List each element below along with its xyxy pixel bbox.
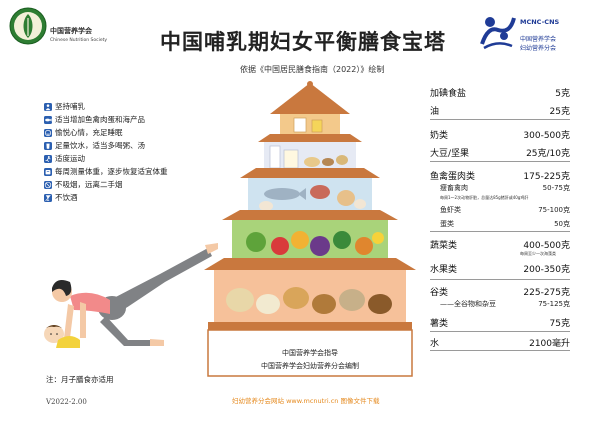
oil-label: 油 <box>430 107 440 117</box>
partner-code: MCNC-CNS <box>520 18 560 26</box>
tip-text: 适当增加鱼禽肉蛋和海产品 <box>55 115 145 124</box>
tip-text: 坚持哺乳 <box>55 102 85 111</box>
tier-salt-oil <box>280 114 340 136</box>
list-item: 愉悦心情，充足睡眠 <box>44 126 224 139</box>
dairy-label: 奶类 <box>430 131 449 141</box>
drink-icon <box>44 141 52 150</box>
footer-note: 注：月子膳食亦适用 <box>46 375 114 384</box>
meat-label: 瘦畜禽肉 <box>440 184 468 192</box>
divider <box>430 331 570 332</box>
divider <box>430 161 570 162</box>
website-link[interactable]: 妇幼营养分会网站 www.mcnutri.cn 图像文件下载 <box>232 397 380 405</box>
soy-label: 大豆/坚果 <box>430 149 470 159</box>
tip-text: 足量饮水，适当多喝粥、汤 <box>55 141 145 150</box>
guide-line-1: 中国营养学会指导 <box>282 349 338 357</box>
egg-label: 蛋类 <box>440 220 454 228</box>
fruit-value: 200-350克 <box>523 265 570 275</box>
smile-icon <box>44 128 52 137</box>
protein-value: 175-225克 <box>523 172 570 182</box>
version-label: V2022-2.00 <box>46 398 87 406</box>
tips-list: 坚持哺乳 适当增加鱼禽肉蛋和海产品 愉悦心情，充足睡眠 足量饮水，适当多喝粥、汤… <box>44 100 224 204</box>
fish-value: 75-100克 <box>538 206 570 214</box>
divider <box>430 279 570 280</box>
pagoda-graphic <box>204 81 416 377</box>
tuber-value: 75克 <box>549 319 570 329</box>
cns-logo <box>8 6 48 46</box>
meat-note: 每周1～2次动物肝脏，总量达85g猪肝或40g鸡肝 <box>440 195 529 200</box>
water-label: 水 <box>430 339 440 349</box>
veg-value: 400-500克 <box>523 241 570 251</box>
water-value: 2100毫升 <box>529 339 570 349</box>
veg-note: 每周至少一次海藻类 <box>520 251 556 256</box>
egg-value: 50克 <box>554 220 570 228</box>
grain-value: 225-275克 <box>523 288 570 298</box>
fish-label: 鱼虾类 <box>440 206 461 214</box>
wholegrain-value: 75-125克 <box>538 300 570 308</box>
scale-icon <box>44 167 52 176</box>
cns-logo-icon <box>9 7 47 45</box>
list-item: 适当增加鱼禽肉蛋和海产品 <box>44 113 224 126</box>
partner-name-2: 妇幼营养分会 <box>520 45 557 52</box>
salt-label: 加碘食盐 <box>430 89 467 99</box>
wholegrain-label: ——全谷物和杂豆 <box>440 300 496 308</box>
tip-text: 每周测量体重，逐步恢复适宜体重 <box>55 167 168 176</box>
oil-value: 25克 <box>549 107 570 117</box>
meat-value: 50-75克 <box>542 184 570 192</box>
fish-icon <box>44 115 52 124</box>
veg-label: 蔬菜类 <box>430 241 458 251</box>
exercise-icon <box>44 154 52 163</box>
tip-text: 适度运动 <box>55 154 85 163</box>
fruit-label: 水果类 <box>430 265 458 275</box>
mcnc-logo <box>478 14 518 50</box>
mother-baby-illustration <box>40 236 240 356</box>
cns-name-en: Chinese Nutrition Society <box>50 38 108 43</box>
page-title: 中国哺乳期妇女平衡膳食宝塔 <box>160 30 446 54</box>
subtitle: 依据《中国居民膳食指南（2022）》绘制 <box>240 65 385 74</box>
partner-name-1: 中国营养学会 <box>520 36 557 43</box>
grain-label: 谷类 <box>430 288 449 298</box>
tip-text: 不吸烟，远离二手烟 <box>55 180 123 189</box>
food-pagoda <box>200 80 420 380</box>
tip-text: 不饮酒 <box>55 193 78 202</box>
soy-value: 25克/10克 <box>526 149 570 159</box>
guide-line-2: 中国营养学会妇幼营养分会编制 <box>261 362 359 370</box>
list-item: 不吸烟，远离二手烟 <box>44 178 224 191</box>
tip-text: 愉悦心情，充足睡眠 <box>55 128 123 137</box>
salt-value: 5克 <box>555 89 570 99</box>
list-item: 不饮酒 <box>44 191 224 204</box>
divider <box>430 119 570 120</box>
list-item: 每周测量体重，逐步恢复适宜体重 <box>44 165 224 178</box>
no-alcohol-icon <box>44 193 52 202</box>
list-item: 足量饮水，适当多喝粥、汤 <box>44 139 224 152</box>
breastfeeding-icon <box>44 102 52 111</box>
list-item: 坚持哺乳 <box>44 100 224 113</box>
cns-name-cn: 中国营养学会 <box>50 27 92 35</box>
tuber-label: 薯类 <box>430 319 449 329</box>
exercising-mother-icon <box>44 243 218 348</box>
divider <box>430 231 570 232</box>
protein-label: 鱼禽蛋肉类 <box>430 172 476 182</box>
dairy-value: 300-500克 <box>523 131 570 141</box>
list-item: 适度运动 <box>44 152 224 165</box>
mcnc-logo-icon <box>480 17 516 50</box>
no-smoking-icon <box>44 180 52 189</box>
divider <box>430 350 570 351</box>
